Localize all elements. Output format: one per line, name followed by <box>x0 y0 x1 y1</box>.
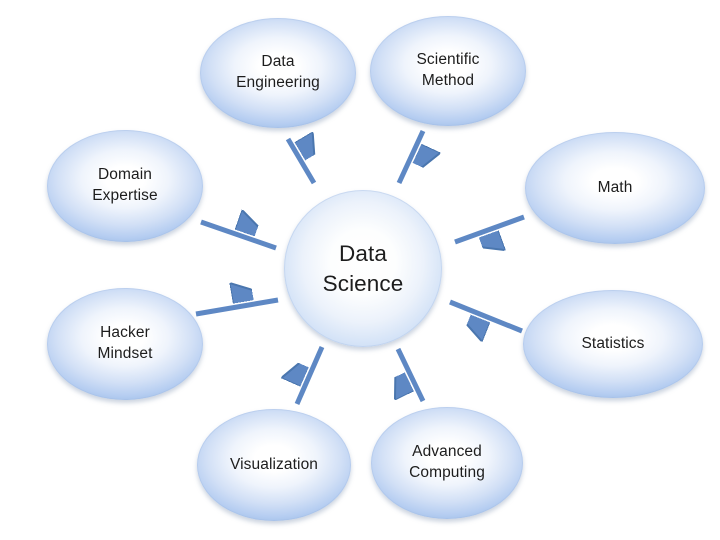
node-math: Math <box>525 132 705 244</box>
node-scientific-method-label: Scientific Method <box>416 51 480 89</box>
node-advanced-computing: Advanced Computing <box>371 407 523 519</box>
node-math-label: Math <box>597 178 633 196</box>
node-domain-expertise-label: Domain Expertise <box>92 166 158 204</box>
node-scientific-method: Scientific Method <box>370 16 526 126</box>
arrow-statistics-to-center <box>449 299 523 331</box>
node-visualization: Visualization <box>197 409 351 521</box>
node-data-science: Data Science <box>284 190 442 347</box>
node-data-engineering: Data Engineering <box>200 18 356 128</box>
node-statistics-label: Statistics <box>581 334 645 352</box>
arrow-visualization-to-center <box>297 345 325 406</box>
node-statistics: Statistics <box>523 290 703 398</box>
arrow-scientific-method-to-center <box>396 129 423 185</box>
node-domain-expertise: Domain Expertise <box>47 130 203 242</box>
node-advanced-computing-label: Advanced Computing <box>409 443 485 481</box>
arrow-hacker-mindset-to-center <box>195 300 279 317</box>
node-visualization-label: Visualization <box>229 455 319 473</box>
arrow-advanced-computing-to-center <box>398 347 426 403</box>
node-data-science-label: Data Science <box>322 241 404 296</box>
arrow-domain-expertise-to-center <box>200 222 277 251</box>
arrow-math-to-center <box>454 214 525 242</box>
node-hacker-mindset-label: Hacker Mindset <box>97 324 153 362</box>
node-hacker-mindset: Hacker Mindset <box>47 288 203 400</box>
node-data-engineering-label: Data Engineering <box>236 53 320 91</box>
arrow-data-engineering-to-center <box>285 139 314 185</box>
